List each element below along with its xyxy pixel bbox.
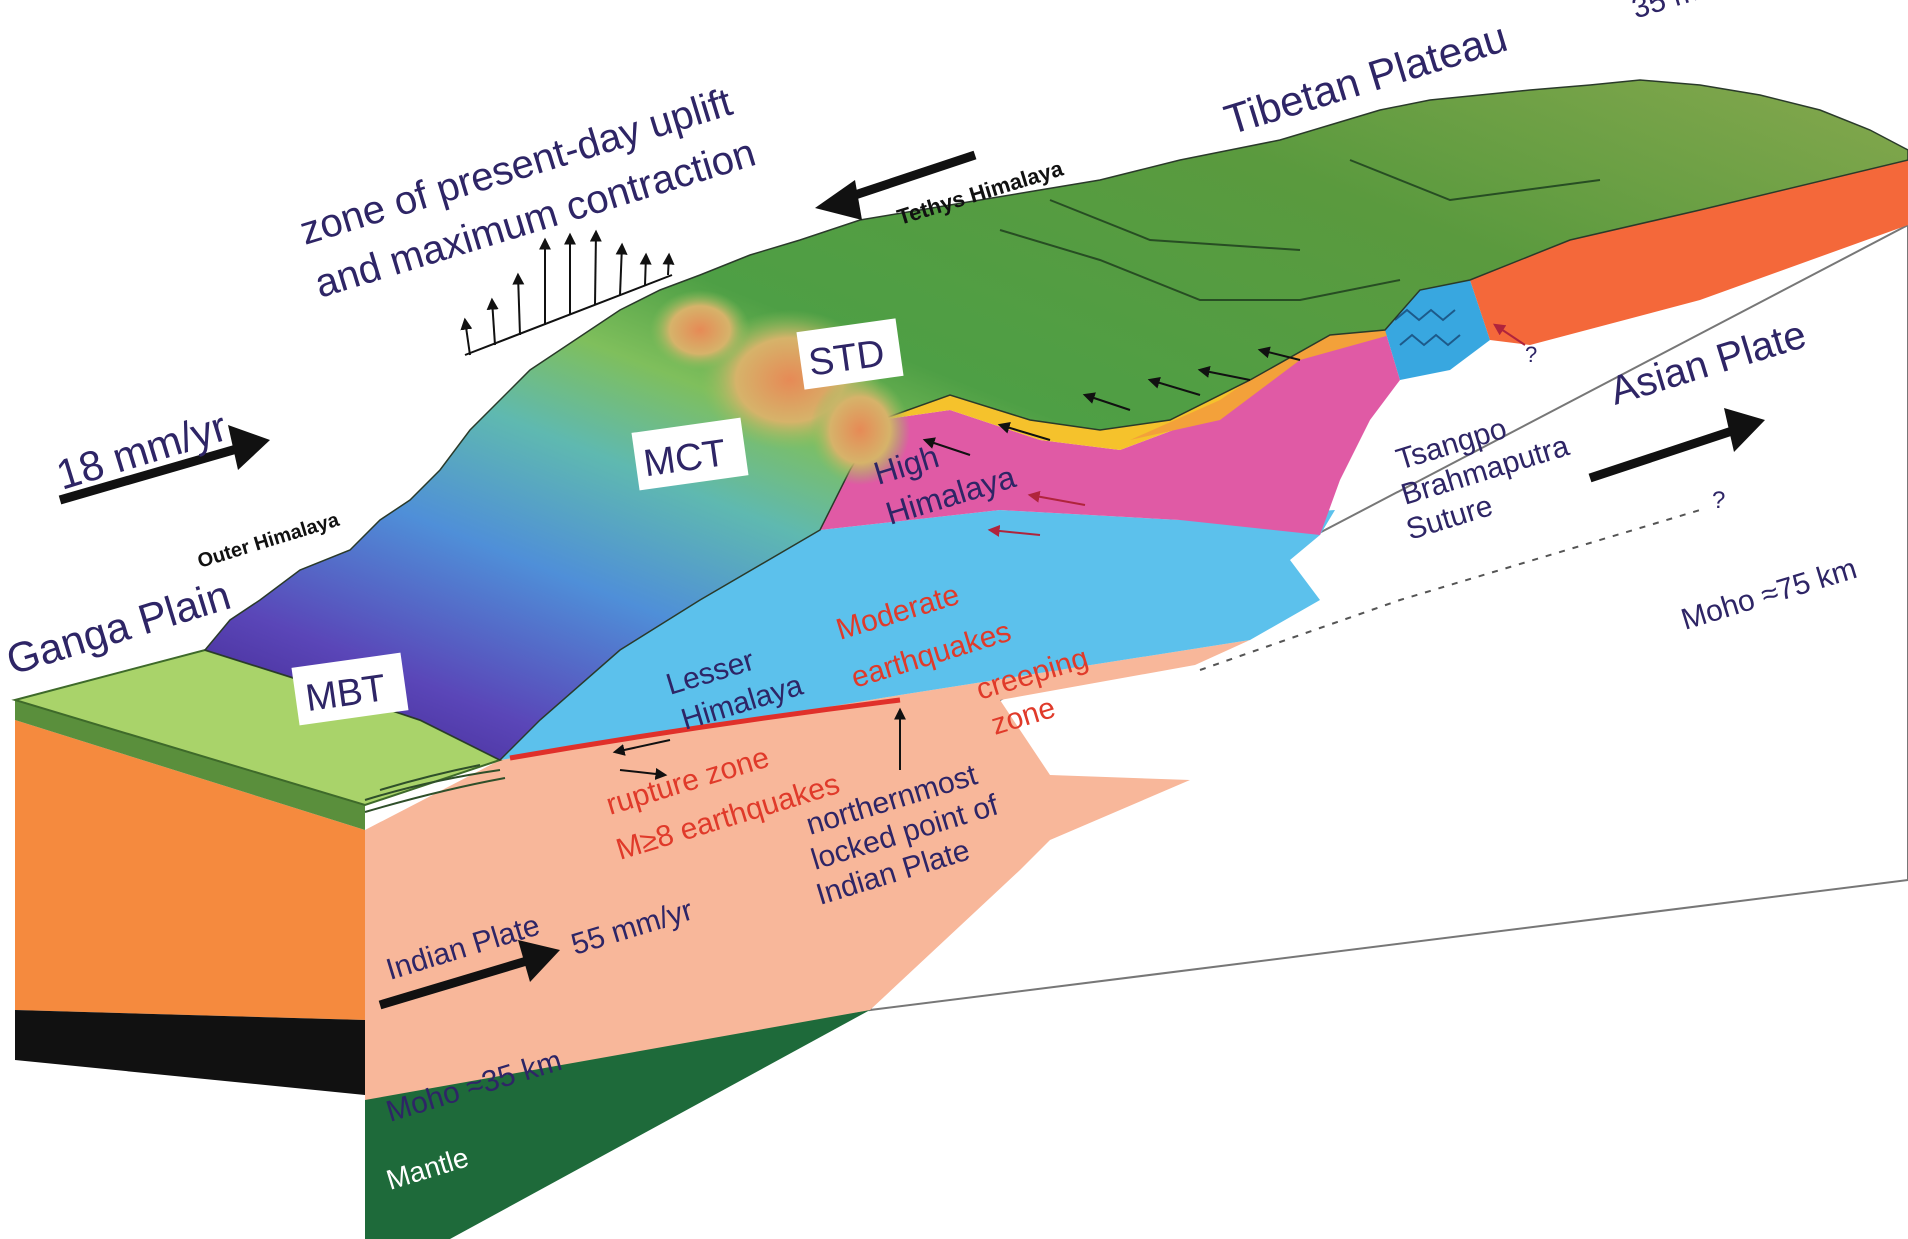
front-face-indian-plate bbox=[15, 720, 365, 1020]
suture-question: ? bbox=[1525, 342, 1537, 367]
mct-box: MCT bbox=[631, 417, 749, 491]
arrow-18mm bbox=[58, 425, 270, 505]
mbt-box: MBT bbox=[291, 652, 409, 726]
asian-plate-orange bbox=[1470, 160, 1908, 345]
high-himalaya-unit bbox=[820, 330, 1400, 535]
terrain-surface bbox=[203, 79, 1908, 761]
terrain-peak-2 bbox=[810, 375, 910, 485]
terrain-ridges bbox=[999, 159, 1601, 301]
indian-plate-body bbox=[365, 640, 1250, 1100]
arrow-indian-plate bbox=[378, 940, 560, 1010]
tethys-orange-unit bbox=[1130, 320, 1390, 440]
dashed-plate-boundary bbox=[1199, 509, 1701, 671]
front-face-black-band bbox=[15, 1010, 365, 1095]
arrow-asian-plate bbox=[1588, 408, 1765, 483]
rate-18-label: 18 mm/yr bbox=[51, 402, 232, 498]
thrust-arrows bbox=[922, 346, 1301, 456]
suture-zigzag bbox=[1394, 308, 1461, 347]
lesser-himalaya-arrow bbox=[612, 739, 671, 756]
mantle-layer-lower bbox=[365, 1010, 870, 1239]
uplift-baseline bbox=[464, 274, 673, 356]
front-face-ganga-top bbox=[15, 700, 365, 830]
ganga-strata bbox=[364, 764, 506, 813]
terrain-peak-3 bbox=[650, 290, 750, 370]
high-himalaya-arrows bbox=[987, 490, 1086, 537]
std-box: STD bbox=[796, 318, 904, 390]
rupture-zone-line bbox=[509, 697, 901, 761]
arrow-tethys bbox=[815, 150, 977, 220]
rupture-arrow bbox=[619, 767, 668, 780]
rate-35-label: 35 mm/yr bbox=[1628, 0, 1757, 25]
suture-arrow bbox=[1493, 323, 1526, 346]
suture-zone bbox=[1385, 280, 1490, 380]
tethys-yellow-unit bbox=[880, 330, 1385, 450]
uplift-arrows bbox=[460, 229, 675, 356]
lesser-himalaya-unit bbox=[500, 510, 1335, 760]
std-label: STD bbox=[806, 332, 887, 384]
boundary-question: ? bbox=[1712, 487, 1725, 514]
side-black-band bbox=[365, 1010, 870, 1100]
